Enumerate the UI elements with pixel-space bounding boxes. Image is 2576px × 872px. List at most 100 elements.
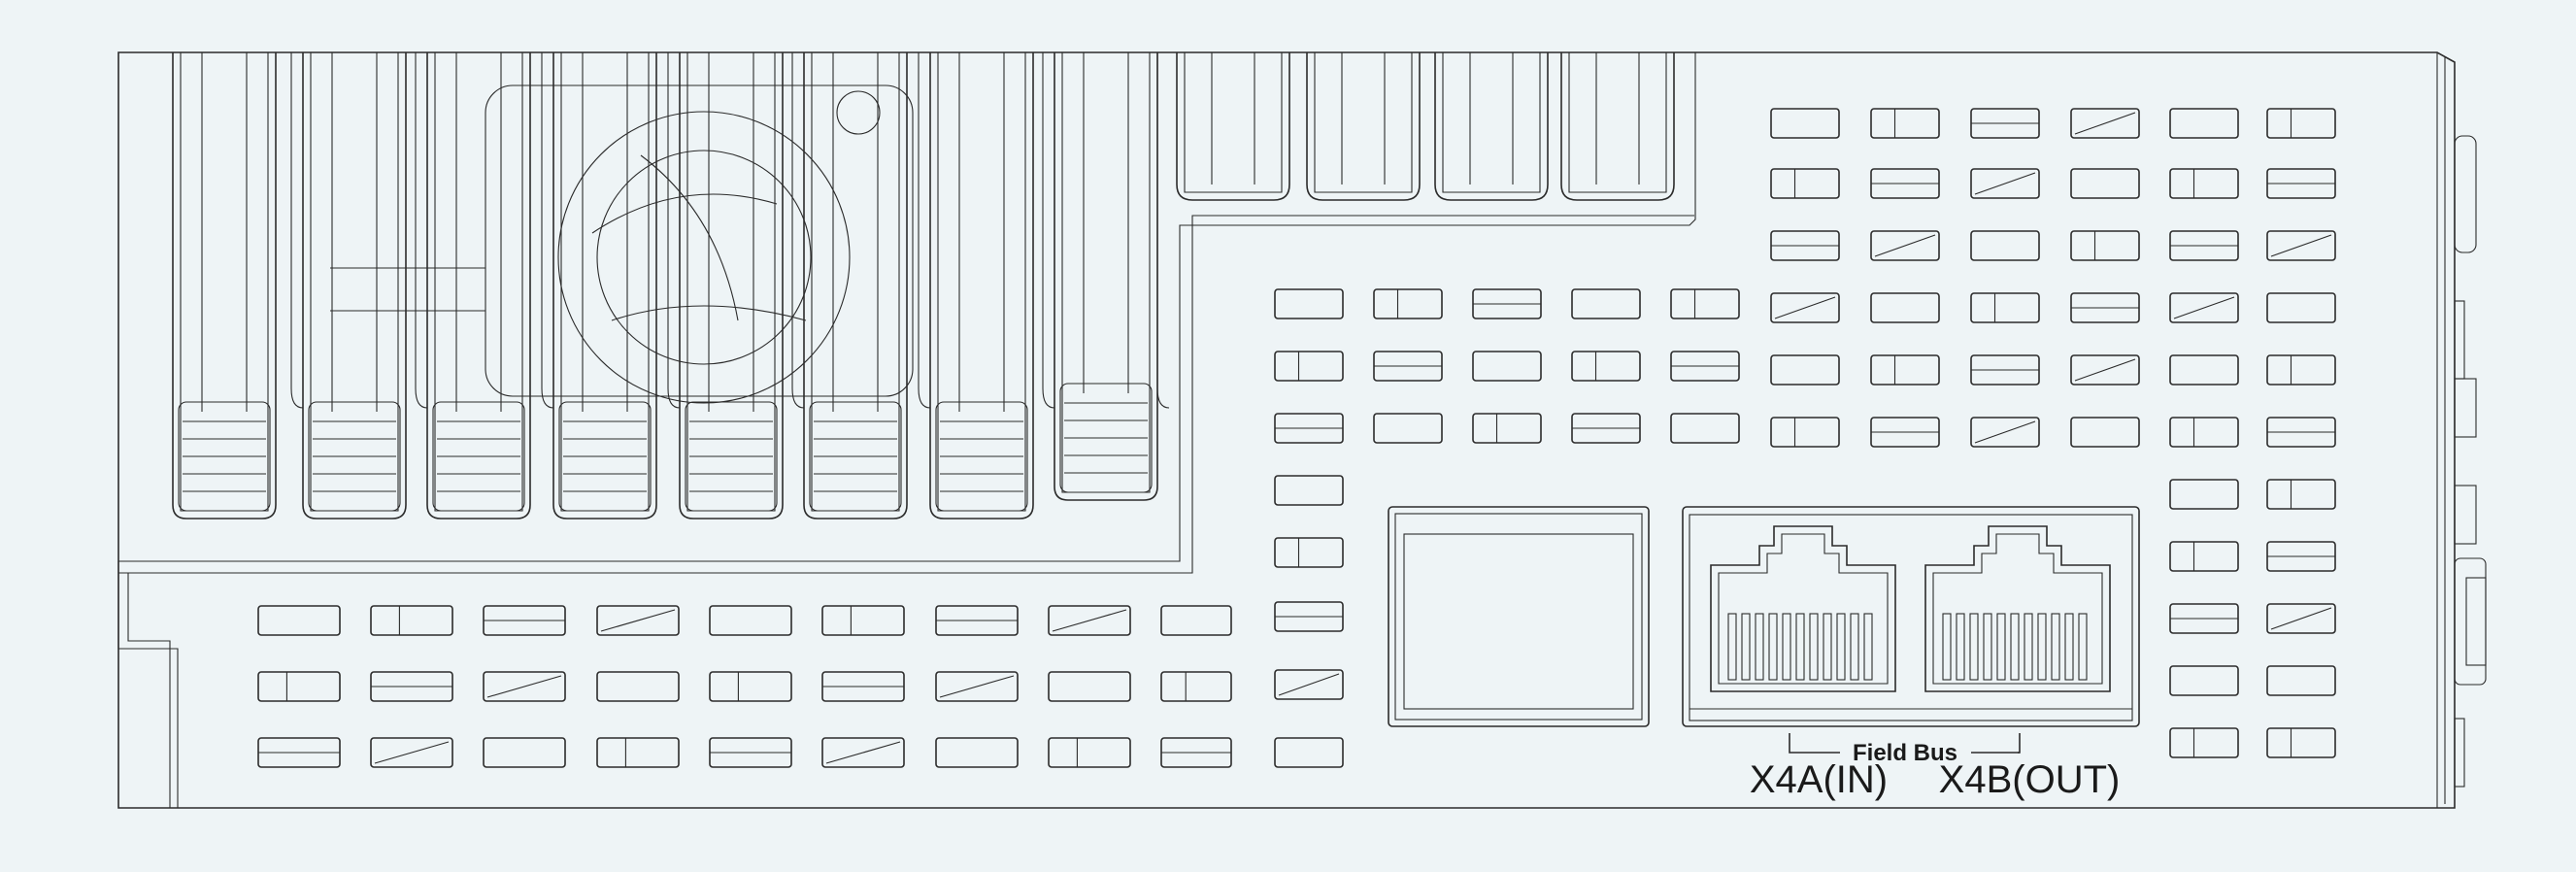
vent-slot (596, 737, 680, 768)
vent-detail (2270, 234, 2332, 257)
top-fin (1176, 52, 1290, 201)
vent-slot (1160, 671, 1232, 702)
heatsink-fins (172, 52, 1170, 520)
vent-slot (2169, 292, 2239, 323)
vent-detail (1874, 234, 1936, 257)
fin-divider (918, 52, 931, 409)
vent-slot (2266, 603, 2336, 634)
rj45-pin (1727, 613, 1737, 681)
vent-slot (1274, 669, 1344, 700)
vent-slot (2169, 108, 2239, 139)
fin-base (308, 401, 401, 512)
vent-detail (2270, 607, 2332, 630)
vent-slot (1870, 292, 1940, 323)
vent-slot (1274, 288, 1344, 319)
vent-slot (935, 671, 1019, 702)
housing-outline (117, 51, 2487, 809)
fin-divider (1156, 52, 1170, 409)
vent-slot (2266, 354, 2336, 386)
vent-detail (2173, 296, 2235, 319)
vent-slot (2266, 230, 2336, 261)
vent-slot (1870, 108, 1940, 139)
fin-divider (1042, 52, 1055, 409)
cooling-fan (330, 84, 914, 404)
vent-detail (1774, 296, 1836, 319)
vent-slot (2266, 479, 2336, 510)
rj45-pin (1956, 613, 1965, 681)
fin-base (178, 401, 271, 512)
vent-slot (1770, 292, 1840, 323)
fin-groove (708, 52, 754, 412)
rj45-pin (1741, 613, 1751, 681)
vent-slot (1770, 168, 1840, 199)
top-fin-inner (1568, 52, 1667, 193)
x4b-out-rj45-port[interactable] (1924, 525, 2111, 692)
rj45-pin (1863, 613, 1873, 681)
vent-slot (935, 737, 1019, 768)
fin (803, 52, 908, 520)
fin-base (432, 401, 525, 512)
x4a-in-rj45-port[interactable] (1710, 525, 1896, 692)
rj45-pin (1942, 613, 1952, 681)
vent-slot (370, 737, 453, 768)
fin-inner (686, 52, 776, 512)
fin-inner (560, 52, 650, 512)
vent-slot (1472, 413, 1542, 444)
fin-inner (1061, 52, 1151, 493)
vent-slot (1970, 292, 2040, 323)
vent-slot (2169, 168, 2239, 199)
vent-slot (2070, 417, 2140, 448)
fin-divider (667, 52, 681, 409)
fin-divider (415, 52, 428, 409)
fin-inner (180, 52, 269, 512)
vent-slot (1670, 288, 1740, 319)
vent-slot (1970, 417, 2040, 448)
vent-detail (1052, 609, 1127, 632)
vent-slot (2070, 108, 2140, 139)
top-fin-groove (1341, 52, 1386, 184)
top-fin (1306, 52, 1421, 201)
vent-slot (1373, 288, 1443, 319)
vent-slot (1770, 354, 1840, 386)
vent-slot (2070, 230, 2140, 261)
vent-slot (257, 671, 341, 702)
vent-slot (2070, 354, 2140, 386)
fin-groove (958, 52, 1005, 412)
vent-slot (821, 737, 905, 768)
vent-slot (1571, 288, 1641, 319)
heatsink-top-fins (1176, 52, 1675, 201)
fin (552, 52, 657, 520)
vent-slot (2266, 665, 2336, 696)
vent-detail (486, 675, 562, 698)
vent-slot (1472, 351, 1542, 382)
fin-groove (832, 52, 879, 412)
fieldbus-port-block (1682, 506, 2140, 727)
vent-slot (1571, 351, 1641, 382)
rj45-inner (1932, 533, 2103, 685)
rj45-pin (2024, 613, 2033, 681)
fin (302, 52, 407, 520)
top-fin-groove (1469, 52, 1514, 184)
top-fin-inner (1184, 52, 1283, 193)
vent-detail (2074, 358, 2136, 382)
rj45-pin (2010, 613, 2020, 681)
vent-slot (1160, 605, 1232, 636)
vent-slot (1870, 354, 1940, 386)
fin-base (558, 401, 652, 512)
top-fin-inner (1442, 52, 1541, 193)
fin (426, 52, 531, 520)
fin-groove (1083, 52, 1129, 393)
top-fin-inner (1314, 52, 1413, 193)
vent-slot (370, 605, 453, 636)
fin-inner (937, 52, 1026, 512)
vent-slot (2070, 168, 2140, 199)
display-window (1388, 506, 1650, 727)
rj45-pin (1795, 613, 1805, 681)
vent-slot (257, 605, 341, 636)
fin-divider (290, 52, 304, 409)
fin (172, 52, 277, 520)
vent-slot (1274, 351, 1344, 382)
rj45-inner (1718, 533, 1889, 685)
vent-slot (1970, 168, 2040, 199)
vent-slot (2169, 417, 2239, 448)
